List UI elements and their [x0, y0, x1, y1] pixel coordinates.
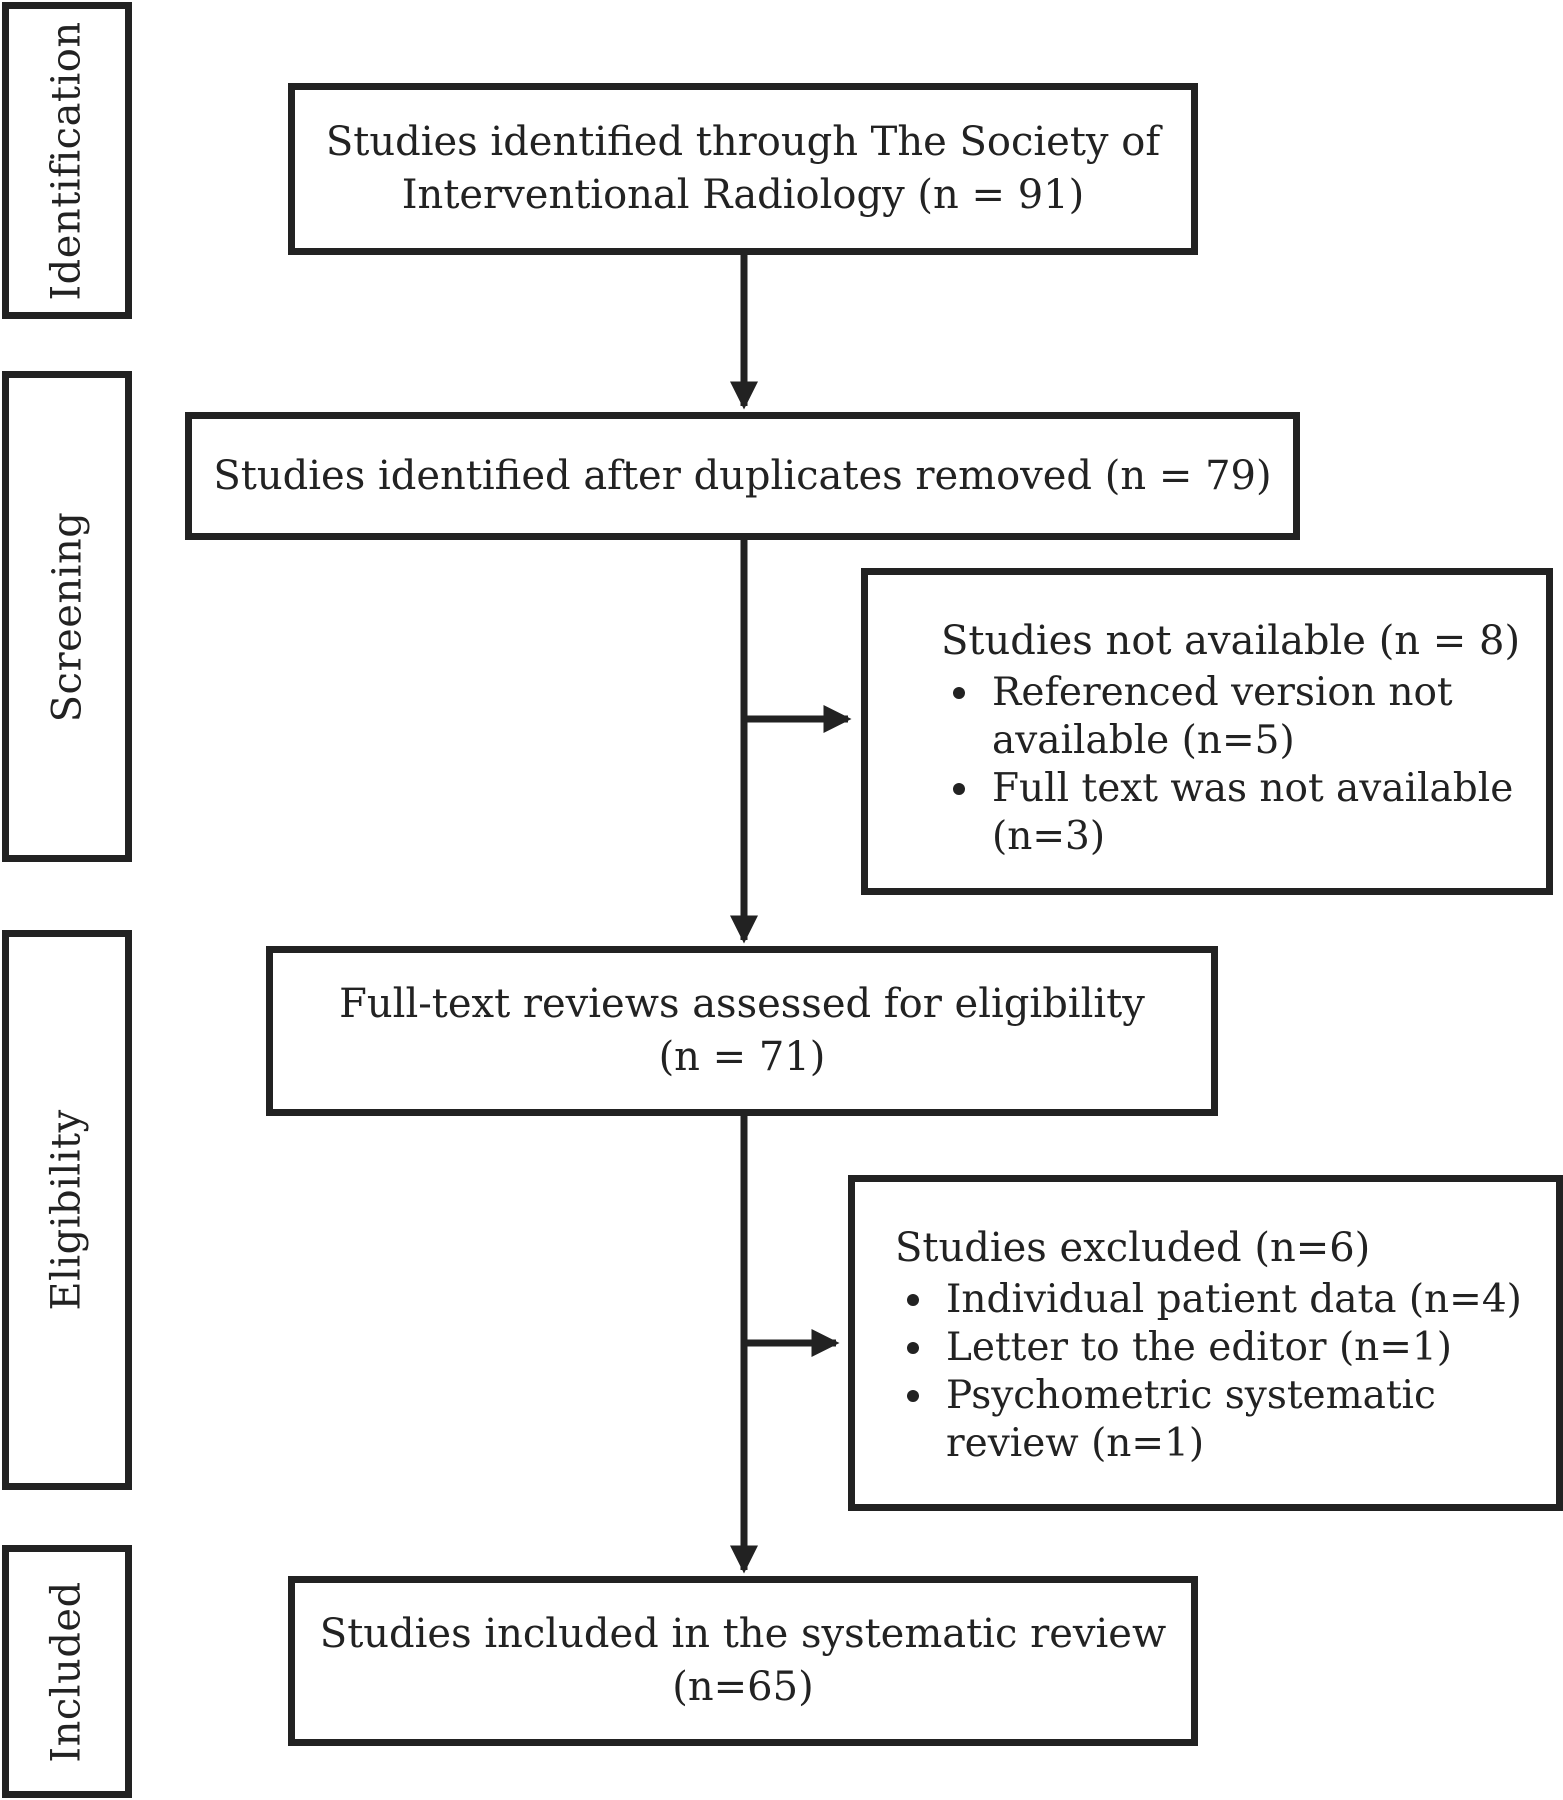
identified-line-2: Interventional Radiology (n = 91)	[401, 172, 1085, 218]
list-item: Letter to the editor (n=1)	[895, 1324, 1536, 1372]
box-studies-excluded: Studies excluded (n=6) Individual patien…	[848, 1175, 1563, 1511]
list-item: Psychometric systematic review (n=1)	[895, 1372, 1536, 1468]
box-full-text-assessed: Full-text reviews assessed for eligibili…	[266, 946, 1218, 1116]
excluded-list: Individual patient data (n=4) Letter to …	[895, 1276, 1536, 1468]
excluded-title: Studies excluded (n=6)	[895, 1225, 1371, 1271]
list-item: Referenced version not available (n=5)	[941, 669, 1526, 765]
included-line-2: (n=65)	[672, 1664, 814, 1710]
list-item: Full text was not available (n=3)	[941, 765, 1526, 861]
full-text-line-2: (n = 71)	[658, 1034, 826, 1080]
stage-screening: Screening	[2, 371, 132, 862]
identified-line-1: Studies identified through The Society o…	[325, 119, 1161, 165]
box-studies-not-available: Studies not available (n = 8) Referenced…	[861, 568, 1553, 895]
stage-included: Included	[2, 1545, 132, 1798]
stage-eligibility: Eligibility	[2, 930, 132, 1490]
included-line-1: Studies included in the systematic revie…	[319, 1611, 1167, 1657]
box-duplicates-removed: Studies identified after duplicates remo…	[185, 412, 1300, 540]
box-studies-identified: Studies identified through The Society o…	[288, 83, 1198, 255]
not-available-list: Referenced version not available (n=5) F…	[941, 669, 1526, 861]
stage-identification: Identification	[2, 2, 132, 319]
full-text-line-1: Full-text reviews assessed for eligibili…	[339, 981, 1145, 1027]
not-available-title: Studies not available (n = 8)	[941, 618, 1521, 664]
duplicates-removed-text: Studies identified after duplicates remo…	[213, 452, 1272, 499]
box-studies-included: Studies included in the systematic revie…	[288, 1576, 1198, 1746]
list-item: Individual patient data (n=4)	[895, 1276, 1536, 1324]
